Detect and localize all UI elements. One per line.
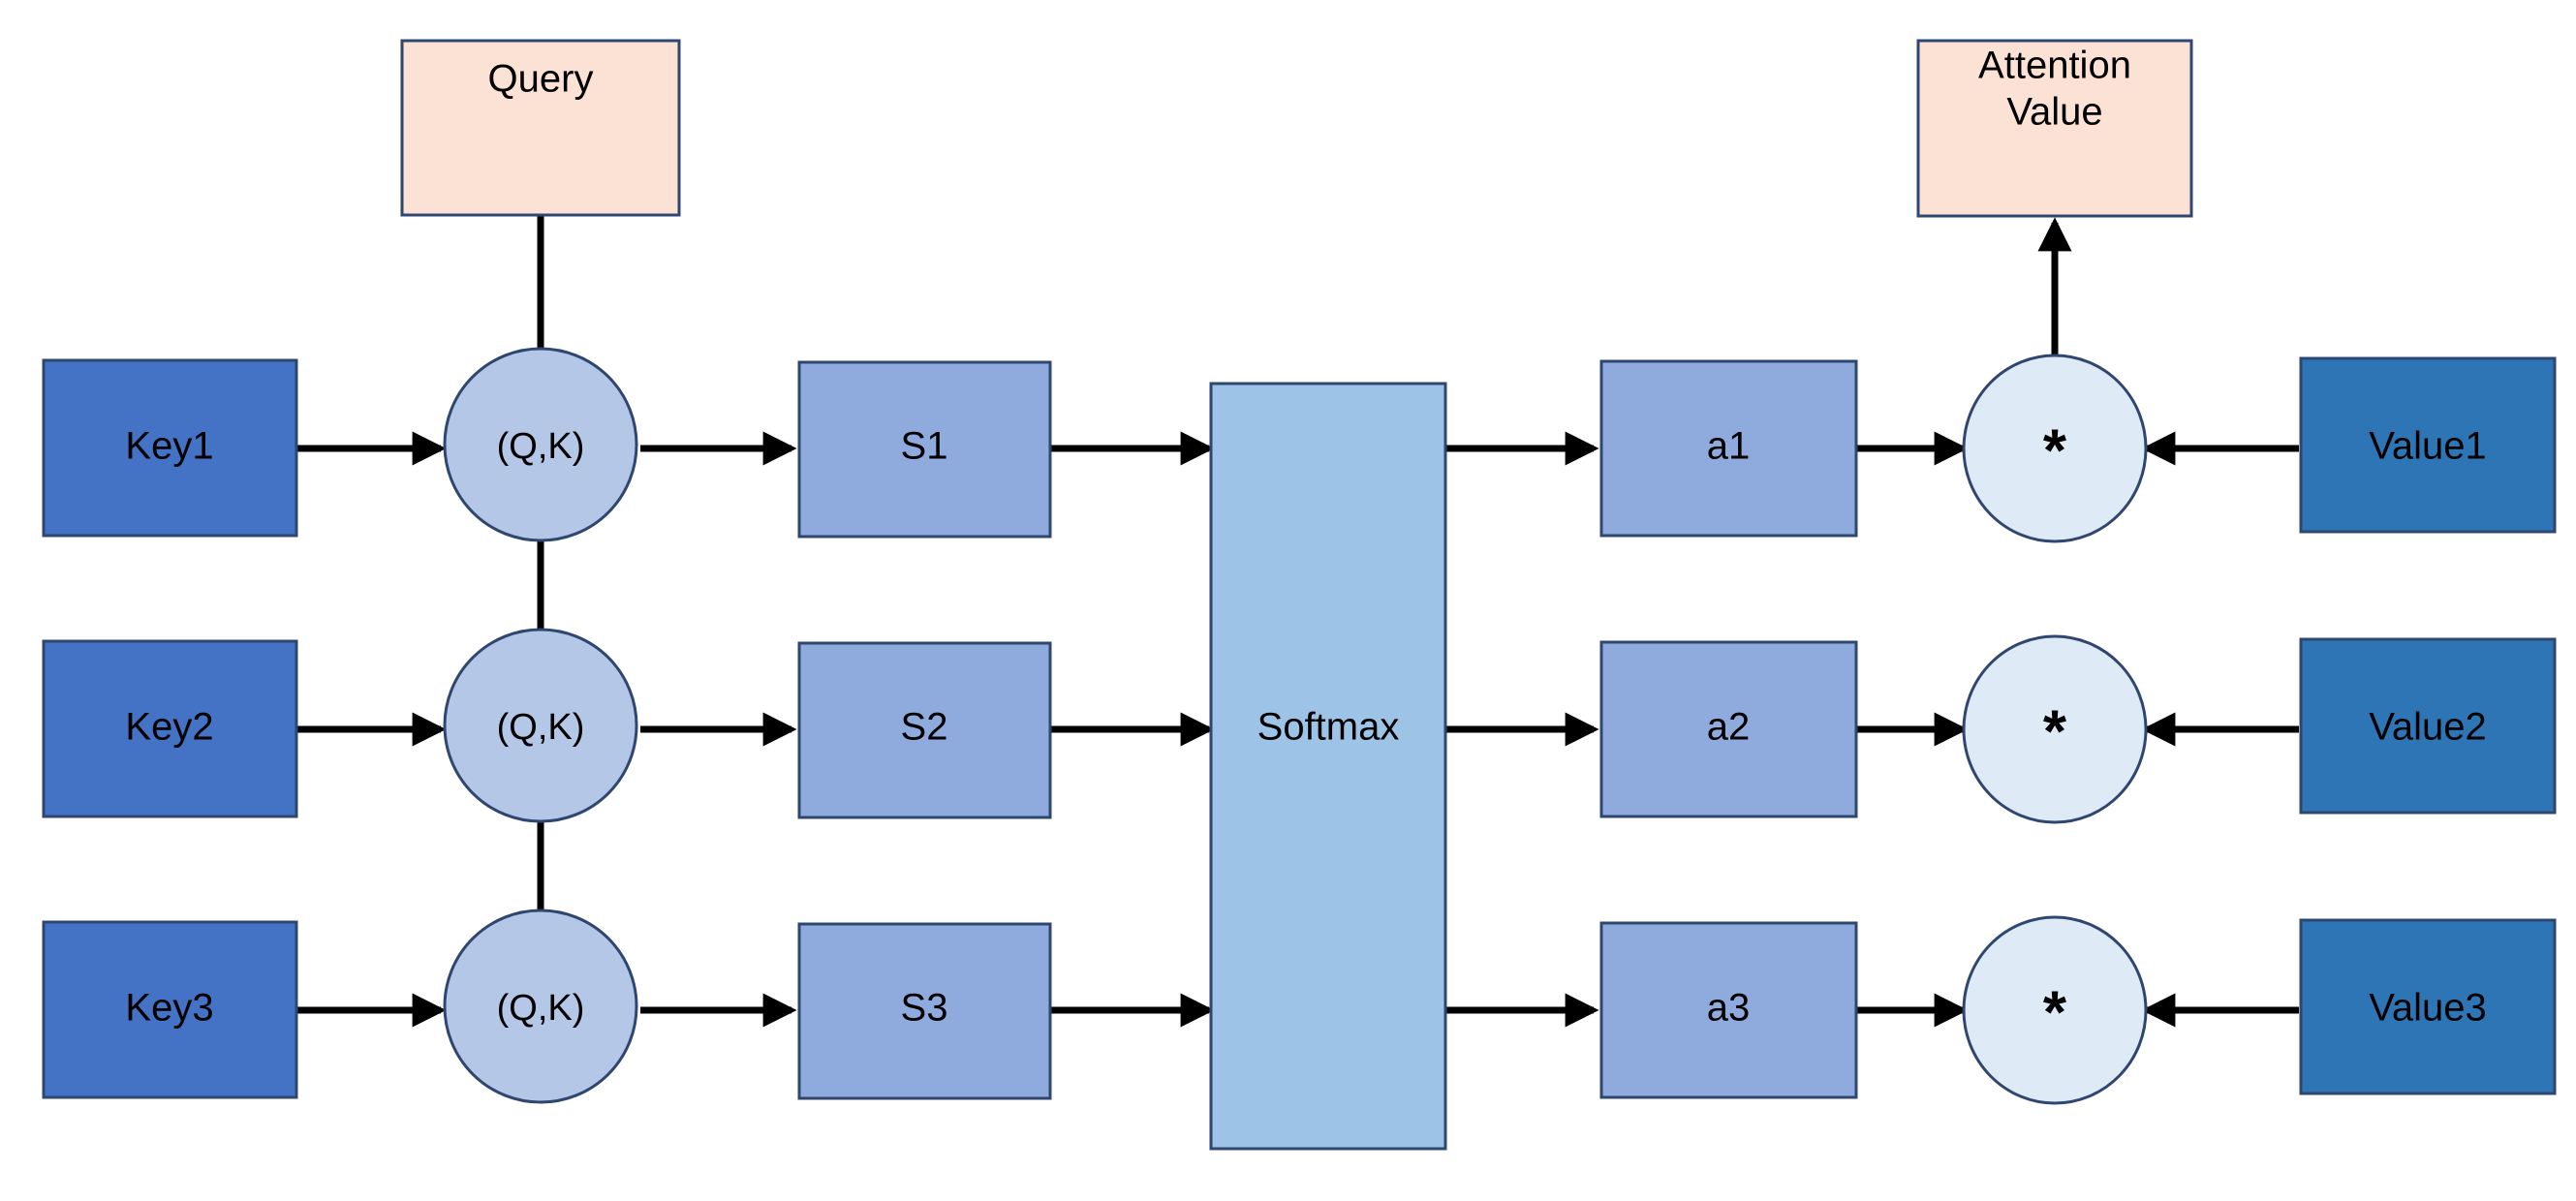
key1-box[interactable] [42, 358, 298, 538]
node-query[interactable]: Query [400, 39, 681, 217]
node-alpha-2[interactable]: a2 [1599, 640, 1858, 818]
node-multiply-1[interactable]: * [1962, 354, 2148, 543]
multiply2-ellipse[interactable] [1962, 634, 2148, 824]
node-key-1[interactable]: Key1 [42, 358, 298, 538]
alpha3-box[interactable] [1599, 921, 1858, 1099]
node-multiply-3[interactable]: * [1962, 915, 2148, 1105]
node-alpha-3[interactable]: a3 [1599, 921, 1858, 1099]
node-key-2[interactable]: Key2 [42, 639, 298, 818]
attention-value-box[interactable] [1916, 39, 2193, 218]
node-alpha-1[interactable]: a1 [1599, 359, 1858, 538]
multiply1-ellipse[interactable] [1962, 354, 2148, 543]
node-softmax[interactable]: Softmax [1209, 382, 1447, 1151]
node-multiply-2[interactable]: * [1962, 634, 2148, 824]
qk1-ellipse[interactable] [443, 347, 638, 542]
node-value-2[interactable]: Value2 [2299, 637, 2557, 815]
node-qk-op-3[interactable]: (Q,K) [443, 908, 638, 1104]
node-attention-value[interactable]: Attention Value [1916, 39, 2193, 218]
node-score-2[interactable]: S2 [797, 641, 1052, 819]
key3-box[interactable] [42, 920, 298, 1099]
node-value-3[interactable]: Value3 [2299, 918, 2557, 1095]
value3-box[interactable] [2299, 918, 2557, 1095]
value1-box[interactable] [2299, 356, 2557, 534]
alpha1-box[interactable] [1599, 359, 1858, 538]
key2-box[interactable] [42, 639, 298, 818]
score1-box[interactable] [797, 360, 1052, 539]
alpha2-box[interactable] [1599, 640, 1858, 818]
node-key-3[interactable]: Key3 [42, 920, 298, 1099]
multiply3-ellipse[interactable] [1962, 915, 2148, 1105]
node-qk-op-1[interactable]: (Q,K) [443, 347, 638, 542]
node-qk-op-2[interactable]: (Q,K) [443, 628, 638, 823]
qk3-ellipse[interactable] [443, 908, 638, 1104]
node-score-1[interactable]: S1 [797, 360, 1052, 539]
qk2-ellipse[interactable] [443, 628, 638, 823]
softmax-box[interactable] [1209, 382, 1447, 1151]
query-box[interactable] [400, 39, 681, 217]
score2-box[interactable] [797, 641, 1052, 819]
node-score-3[interactable]: S3 [797, 922, 1052, 1100]
node-value-1[interactable]: Value1 [2299, 356, 2557, 534]
value2-box[interactable] [2299, 637, 2557, 815]
score3-box[interactable] [797, 922, 1052, 1100]
